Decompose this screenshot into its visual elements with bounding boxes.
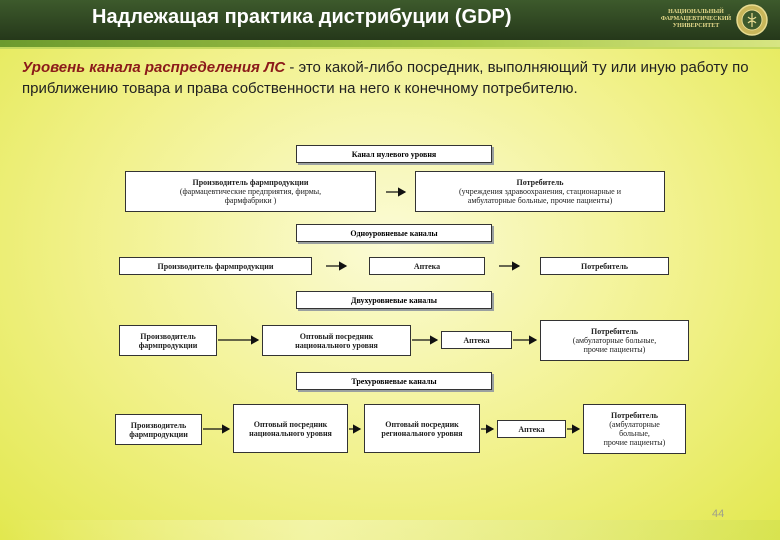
logo-line: УНИВЕРСИТЕТ xyxy=(672,23,720,29)
zero-producer-box: Производитель фармпродукции (фармацевтич… xyxy=(125,171,376,212)
heading-two-level: Двухуровневые каналы xyxy=(296,291,492,309)
heading-three-level: Трехуровневые каналы xyxy=(296,372,492,390)
one-producer-label: Производитель фармпродукции xyxy=(157,261,274,271)
zero-consumer-box: Потребитель (учреждения здравоохранения,… xyxy=(415,171,665,212)
two-consumer-title: Потребитель xyxy=(591,327,638,336)
two-producer-line: Производитель xyxy=(140,331,196,341)
definition-term: Уровень канала распределения ЛС xyxy=(22,59,286,76)
two-wholesale-line: национального уровня xyxy=(295,340,378,350)
three-producer-box: Производитель фармпродукции xyxy=(115,414,202,445)
three-pharmacy-label: Аптека xyxy=(518,424,545,434)
three-consumer-box: Потребитель (амбулаторные больные, прочи… xyxy=(583,404,686,454)
page-number: 44 xyxy=(712,508,725,520)
three-wholesale-regional-box: Оптовый посредник регионального уровня xyxy=(364,404,480,453)
heading-one-level: Одноуровневые каналы xyxy=(296,224,492,242)
zero-producer-sub: (фармацевтические предприятия, фирмы, фа… xyxy=(179,187,322,205)
header-accent-stripe xyxy=(0,40,780,47)
two-producer-line: фармпродукции xyxy=(138,340,198,350)
three-wholesale-regional-line: регионального уровня xyxy=(381,428,463,438)
three-wholesale-national-box: Оптовый посредник национального уровня xyxy=(233,404,348,453)
definition-paragraph: Уровень канала распределения ЛС - это ка… xyxy=(22,57,772,99)
three-consumer-sub: (амбулаторные xyxy=(609,420,660,429)
one-producer-box: Производитель фармпродукции xyxy=(119,257,312,275)
three-producer-line: фармпродукции xyxy=(129,429,188,439)
two-wholesale-box: Оптовый посредник национального уровня xyxy=(262,325,411,356)
header-thin-stripe xyxy=(0,47,780,49)
header-bar: Надлежащая практика дистрибуции (GDP) НА… xyxy=(0,0,780,40)
university-emblem-icon xyxy=(736,4,768,36)
three-consumer-sub: больные, xyxy=(619,429,650,438)
university-logo-text: НАЦИОНАЛЬНЫЙ ФАРМАЦЕВТИЧЕСКИЙ УНИВЕРСИТЕ… xyxy=(660,9,732,30)
two-producer-box: Производитель фармпродукции xyxy=(119,325,217,356)
two-consumer-sub: прочие пациенты) xyxy=(583,345,646,354)
three-producer-line: Производитель xyxy=(130,420,187,430)
three-wholesale-national-line: национального уровня xyxy=(249,428,332,438)
three-consumer-sub: прочие пациенты) xyxy=(603,438,666,447)
two-pharmacy-label: Аптека xyxy=(463,335,490,345)
heading-zero-level: Канал нулевого уровня xyxy=(296,145,492,163)
two-wholesale-line: Оптовый посредник xyxy=(299,331,374,341)
zero-producer-title: Производитель фармпродукции xyxy=(192,178,309,187)
three-pharmacy-box: Аптека xyxy=(497,420,566,438)
logo-line: НАЦИОНАЛЬНЫЙ xyxy=(668,9,724,15)
three-wholesale-regional-line: Оптовый посредник xyxy=(385,419,459,429)
one-consumer-label: Потребитель xyxy=(581,261,628,271)
one-consumer-box: Потребитель xyxy=(540,257,669,275)
three-consumer-title: Потребитель xyxy=(611,411,658,420)
three-wholesale-national-line: Оптовый посредник xyxy=(253,419,328,429)
zero-consumer-sub: (учреждения здравоохранения, стационарны… xyxy=(459,187,621,205)
footer-stripe xyxy=(0,520,780,540)
two-consumer-sub: (амбулаторные больные, xyxy=(572,336,657,345)
two-consumer-box: Потребитель (амбулаторные больные, прочи… xyxy=(540,320,689,361)
slide-title: Надлежащая практика дистрибуции (GDP) xyxy=(92,6,512,28)
one-pharmacy-label: Аптека xyxy=(413,261,441,271)
one-pharmacy-box: Аптека xyxy=(369,257,485,275)
two-pharmacy-box: Аптека xyxy=(441,331,512,349)
logo-line: ФАРМАЦЕВТИЧЕСКИЙ xyxy=(660,16,732,22)
definition-text: - это какой-либо посредник, выполняющий … xyxy=(22,59,749,97)
zero-consumer-title: Потребитель xyxy=(516,178,564,187)
